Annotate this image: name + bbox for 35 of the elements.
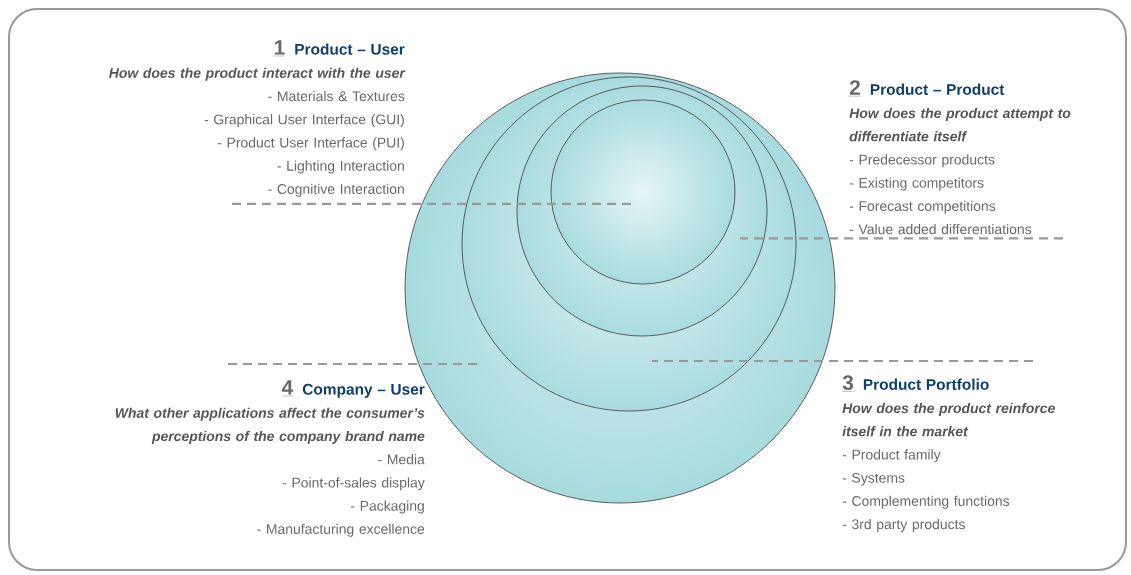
section-number: 4: [281, 380, 294, 397]
section-number: 1: [273, 40, 286, 57]
nested-circle: [550, 99, 736, 285]
list-item: - Product family: [842, 449, 941, 463]
section-number: 2: [849, 80, 862, 97]
list-item: - Point-of-sales display: [282, 477, 425, 491]
leader-line: [740, 237, 1063, 240]
list-item: - Lighting Interaction: [277, 160, 404, 174]
list-item: - Predecessor products: [849, 154, 995, 168]
list-item: - 3rd party products: [842, 518, 965, 532]
list-item: - Existing competitors: [849, 177, 984, 191]
leader-line: [652, 359, 1033, 363]
section-number: 3: [842, 375, 855, 392]
heading: Product – User: [295, 43, 405, 55]
list-item: - Value added differentiations: [849, 223, 1032, 235]
list-item: - Media: [378, 454, 425, 465]
question: How does the product reinforce itself in the market: [842, 402, 1055, 437]
nested-circle: [461, 76, 797, 412]
heading: Company – User: [302, 383, 425, 398]
question: How does the product interact with the user: [109, 67, 406, 81]
list-item: - Graphical User Interface (GUI): [204, 114, 404, 128]
list-item: - Forecast competitions: [849, 200, 996, 214]
list-item: - Materials & Textures: [268, 90, 405, 102]
heading: Product Portfolio: [863, 378, 989, 390]
list-item: - Product User Interface (PUI): [217, 137, 404, 151]
nested-circle: [516, 85, 768, 337]
list-item: - Cognitive Interaction: [268, 183, 404, 197]
list-item: - Manufacturing excellence: [257, 523, 425, 537]
list-item: - Systems: [842, 472, 905, 486]
question: How does the product attempt to differentiate itself: [849, 107, 1071, 142]
list-item: - Complementing functions: [842, 495, 1010, 509]
heading: Product – Product: [870, 83, 1005, 95]
question: What other applications affect the consumer’s perceptions of the company brand name: [115, 407, 425, 444]
leader-line: [228, 362, 480, 366]
list-item: - Packaging: [351, 500, 424, 514]
